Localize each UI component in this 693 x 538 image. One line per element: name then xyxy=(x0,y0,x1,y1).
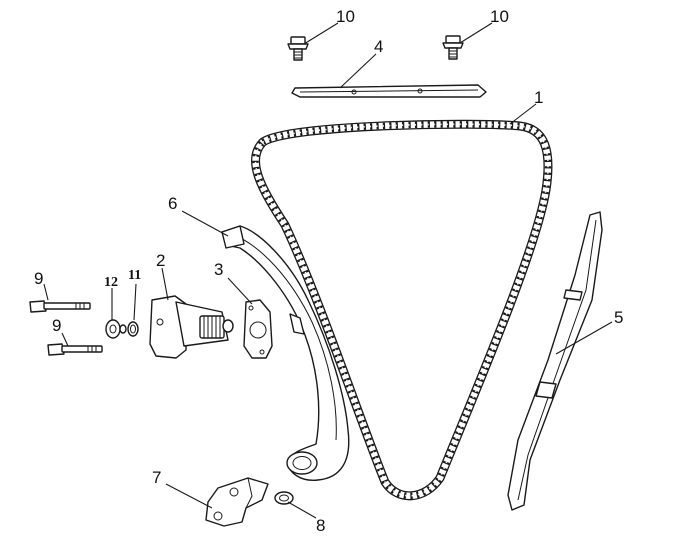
guide-bolt-right xyxy=(442,35,464,60)
leader-10a xyxy=(303,22,339,45)
washer xyxy=(105,319,127,339)
tensioner-bolt-lower xyxy=(47,343,103,356)
callout-10b: 10 xyxy=(490,7,509,26)
leader-4 xyxy=(339,53,377,89)
callout-9a: 9 xyxy=(34,269,43,288)
leader-8 xyxy=(287,501,317,519)
leader-3 xyxy=(227,277,253,305)
callout-1: 1 xyxy=(534,88,543,107)
tensioner-gasket xyxy=(243,299,273,359)
callout-12: 12 xyxy=(104,275,118,290)
leader-2 xyxy=(161,267,169,301)
callout-6: 6 xyxy=(168,194,177,213)
leader-7 xyxy=(165,483,213,509)
tensioner-bolt-upper xyxy=(29,300,91,313)
leader-1 xyxy=(509,103,537,125)
leader-10b xyxy=(459,22,493,44)
callout-11: 11 xyxy=(128,268,141,283)
leader-9a xyxy=(43,283,49,301)
callout-10a: 10 xyxy=(336,7,355,26)
leader-9b xyxy=(61,332,69,347)
callout-3: 3 xyxy=(214,260,223,279)
callout-9b: 9 xyxy=(52,316,61,335)
leader-lines xyxy=(43,22,613,519)
chain-tensioner xyxy=(149,295,234,359)
fixed-chain-guide xyxy=(507,211,603,511)
o-ring xyxy=(127,321,139,337)
pivot-bolt xyxy=(274,491,294,505)
tensioner-arm xyxy=(221,225,350,481)
callout-4: 4 xyxy=(374,37,383,56)
callout-8: 8 xyxy=(316,516,325,535)
timing-chain xyxy=(251,119,553,501)
guide-bolt-left xyxy=(287,36,309,61)
callout-labels: 1 2 3 4 5 6 7 8 9 9 10 10 11 12 xyxy=(34,7,623,535)
upper-chain-guide xyxy=(291,84,487,98)
pivot-bracket xyxy=(205,477,269,527)
leader-6 xyxy=(181,210,229,237)
callout-7: 7 xyxy=(152,468,161,487)
callout-2: 2 xyxy=(156,251,165,270)
callout-5: 5 xyxy=(614,308,623,327)
leader-5 xyxy=(555,321,613,355)
leader-11 xyxy=(133,283,137,321)
